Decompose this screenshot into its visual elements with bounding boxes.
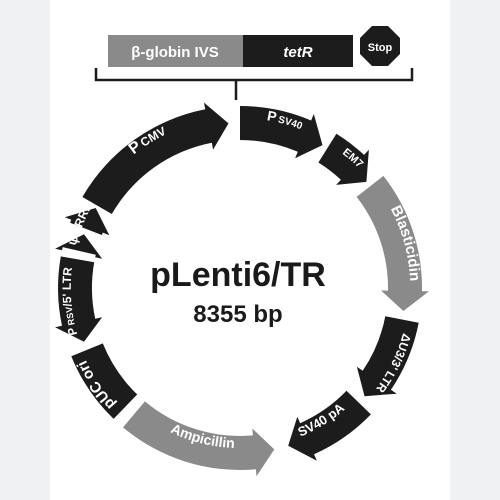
delta-u3-3ltr-arrow: [356, 316, 419, 397]
stop-label: Stop: [368, 42, 393, 54]
blasticidin-arrow: [356, 175, 429, 311]
sv40-pa-arrow: [288, 390, 371, 461]
puc-ori-box: [71, 343, 138, 419]
plasmid-size: 8355 bp: [193, 301, 282, 328]
insert-cassette: β-globin IVS tetR Stop: [94, 26, 414, 100]
plasmid-map: β-globin IVS tetR Stop PCMVPSV40EM7Blast…: [55, 26, 429, 477]
rre-arrow: [64, 208, 110, 236]
stop-octagon-icon: [360, 26, 400, 66]
pcmv-arrow: [82, 102, 229, 214]
psi-label: ψ: [64, 233, 81, 247]
tetr-label: tetR: [283, 44, 312, 61]
insert-bracket: [94, 68, 414, 100]
plasmid-name: pLenti6/TR: [150, 256, 326, 294]
prsv-5ltr-label: PRSV/5' LTR: [60, 266, 80, 337]
beta-globin-ivs-label: β-globin IVS: [131, 44, 218, 61]
psi-arrow: [55, 234, 103, 259]
em7-arrow: [318, 133, 369, 185]
prsv-5ltr-arrow: [55, 256, 103, 342]
tetr-box: [243, 35, 353, 67]
ampicillin-arrow: [123, 401, 275, 477]
psv40-arrow: [240, 106, 323, 159]
beta-globin-ivs-box: [108, 35, 243, 67]
